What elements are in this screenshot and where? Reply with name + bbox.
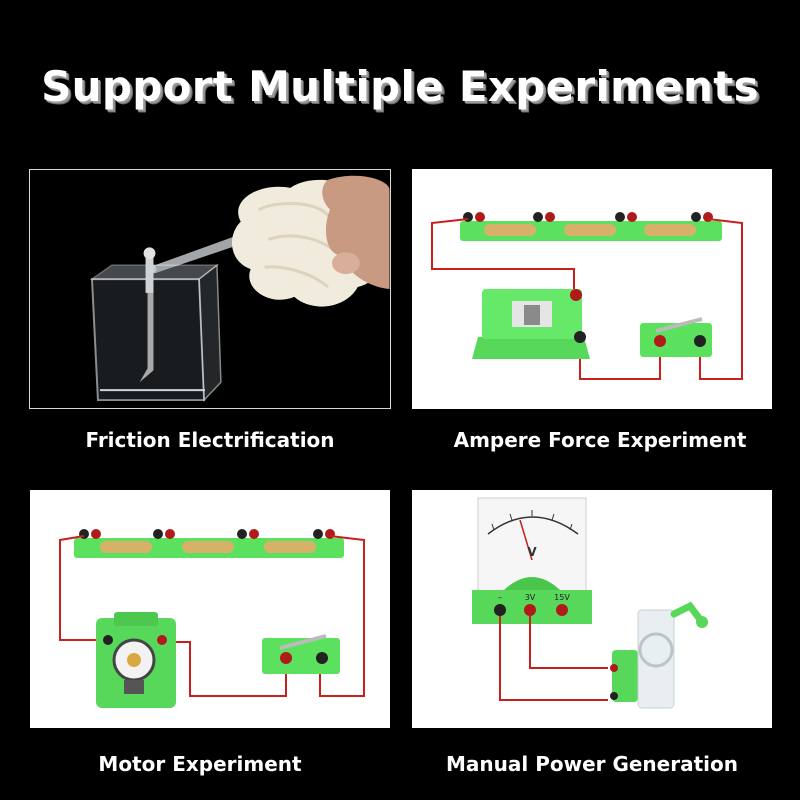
caption-manual-power-generation: Manual Power Generation (446, 752, 738, 776)
caption-friction-electrification: Friction Electrification (85, 428, 335, 452)
friction-electrification-photo (29, 169, 391, 409)
page-title: Support Multiple Experiments (41, 62, 759, 111)
terminal-3v-label: 3V (525, 593, 536, 602)
voltmeter-unit-label: V (527, 545, 537, 559)
terminal-15v-label: 15V (554, 593, 570, 602)
ampere-force-circuit-photo (412, 169, 772, 409)
manual-generator-voltmeter-photo: V – 3V 15V (412, 490, 772, 728)
caption-motor-experiment: Motor Experiment (98, 752, 302, 776)
terminal-negative-label: – (498, 593, 502, 602)
motor-circuit-photo (30, 490, 390, 728)
caption-ampere-force-experiment: Ampere Force Experiment (453, 428, 747, 452)
